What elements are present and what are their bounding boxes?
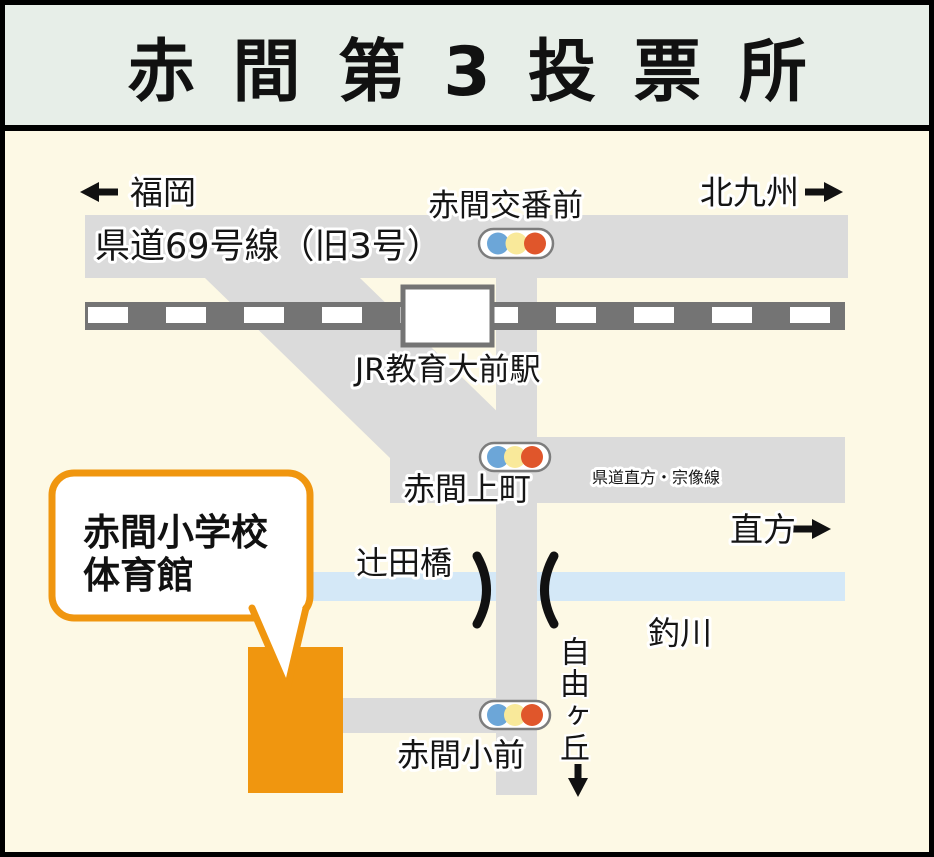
- road-nogata-munakata: [390, 437, 845, 503]
- header: 赤間第3投票所: [5, 5, 929, 131]
- bridge-bracket-left-icon: [472, 551, 491, 629]
- traffic-light-icon-akamasho-mae: [478, 699, 552, 731]
- east-nogata-arrow-icon: [793, 519, 831, 539]
- east-kitakyushu-arrow-icon: [805, 182, 843, 202]
- label-nogata: 直方: [730, 510, 796, 549]
- map-canvas: 赤間小学校 体育館: [48, 170, 848, 797]
- page-title: 赤間第3投票所: [127, 32, 845, 112]
- river-band: [265, 572, 845, 601]
- traffic-light-icon-akama-koban: [477, 227, 555, 260]
- label-fukuoka: 福岡: [130, 173, 196, 212]
- label-signal-akamasho-mae: 赤間小前: [397, 736, 525, 774]
- gymnasium-building: [248, 647, 343, 793]
- label-nogata-munakata: 県道直方・宗像線: [592, 468, 720, 487]
- road-route69: [85, 215, 848, 278]
- label-signal-akama-koban: 赤間交番前: [428, 188, 583, 224]
- bridge-bracket-right-icon: [540, 551, 559, 629]
- route-map: 赤間小学校 体育館: [5, 131, 929, 852]
- west-fukuoka-arrow-icon: [80, 182, 118, 202]
- label-bridge: 辻田橋: [356, 544, 452, 582]
- label-station: JR教育大前駅: [353, 352, 541, 388]
- label-jiyugaoka: 自由ヶ丘: [554, 636, 589, 764]
- traffic-light-icon-akama-kamimachi: [478, 441, 552, 473]
- callout-bubble: [48, 469, 314, 622]
- south-jiyugaoka-arrow-icon: [568, 764, 588, 797]
- destination-label-line1: 赤間小学校: [83, 511, 268, 554]
- callout-tail: [248, 604, 310, 693]
- destination-label-line2: 体育館: [83, 554, 194, 597]
- label-river: 釣川: [648, 614, 712, 652]
- label-route69: 県道69号線（旧3号）: [95, 227, 442, 267]
- label-signal-akama-kamimachi: 赤間上町: [403, 470, 531, 508]
- station-icon: [400, 284, 495, 348]
- label-kitakyushu: 北九州: [700, 173, 799, 212]
